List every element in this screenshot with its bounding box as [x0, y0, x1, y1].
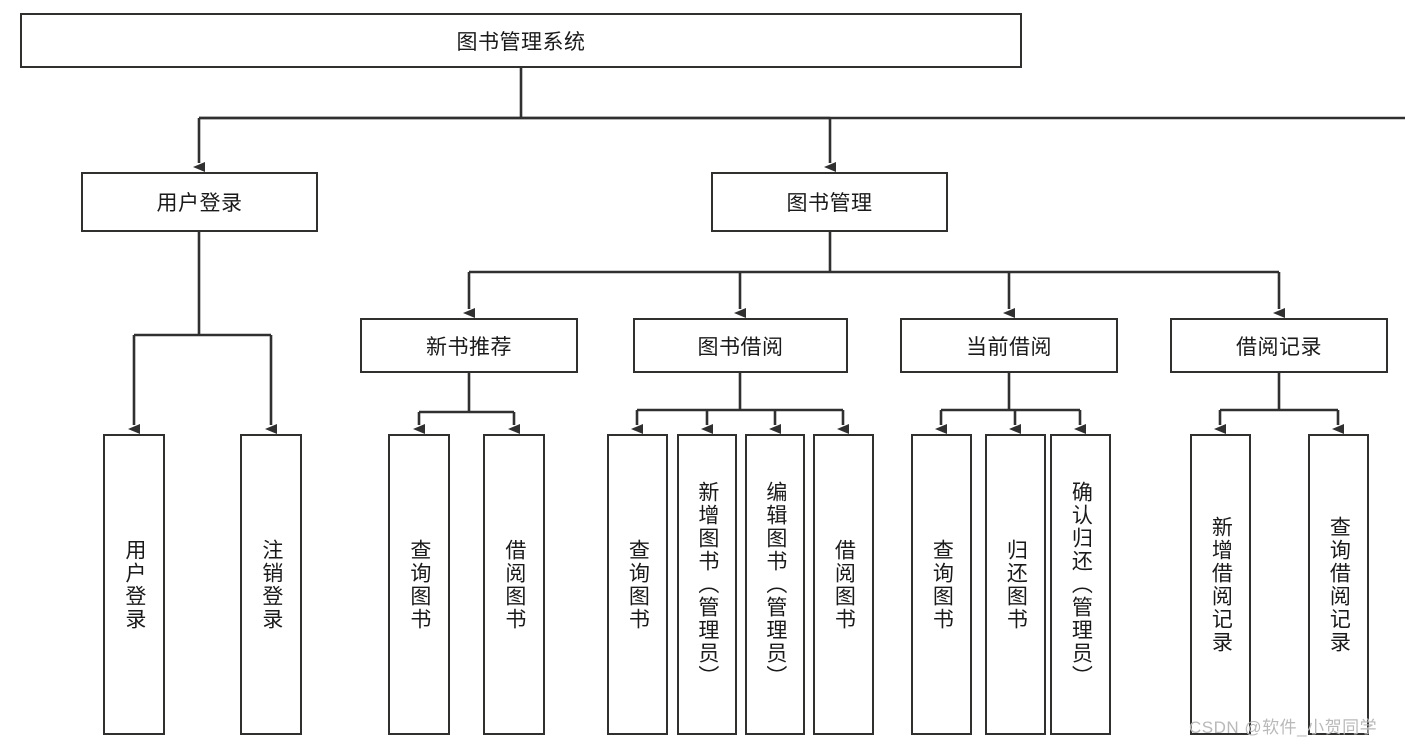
leaf-confirm-return-admin-label: 确认归还（管理员）: [1069, 481, 1093, 688]
node-new-book-recommendation[interactable]: 新书推荐: [360, 318, 578, 373]
node-current-borrow[interactable]: 当前借阅: [900, 318, 1118, 373]
leaf-logout-label: 注销登录: [259, 538, 283, 631]
node-user-login[interactable]: 用户登录: [81, 172, 318, 232]
node-user-login-label: 用户登录: [156, 192, 243, 215]
leaf-user-login-label: 用户登录: [122, 538, 146, 631]
node-book-borrow-label: 图书借阅: [697, 335, 784, 359]
leaf-borrow-book-rec-label: 借阅图书: [502, 538, 526, 631]
leaf-borrow-book-label: 借阅图书: [832, 538, 856, 631]
leaf-edit-book-admin-label: 编辑图书（管理员）: [763, 481, 787, 688]
leaf-add-book-admin[interactable]: 新增图书（管理员）: [677, 434, 737, 735]
node-book-management-label: 图书管理: [786, 192, 873, 215]
leaf-edit-book-admin[interactable]: 编辑图书（管理员）: [745, 434, 805, 735]
leaf-borrow-book-rec[interactable]: 借阅图书: [483, 434, 545, 735]
leaf-query-borrow-record[interactable]: 查询借阅记录: [1308, 434, 1369, 735]
leaf-query-book-current-label: 查询图书: [930, 538, 954, 631]
leaf-return-book-label: 归还图书: [1004, 538, 1028, 631]
leaf-return-book[interactable]: 归还图书: [985, 434, 1046, 735]
leaf-borrow-book[interactable]: 借阅图书: [813, 434, 874, 735]
node-root-label: 图书管理系统: [456, 30, 586, 54]
leaf-query-book-rec-label: 查询图书: [407, 538, 431, 631]
leaf-query-book-rec[interactable]: 查询图书: [388, 434, 450, 735]
leaf-user-login[interactable]: 用户登录: [103, 434, 165, 735]
leaf-query-book-borrow[interactable]: 查询图书: [607, 434, 668, 735]
leaf-add-borrow-record-label: 新增借阅记录: [1209, 515, 1233, 654]
leaf-query-borrow-record-label: 查询借阅记录: [1327, 515, 1351, 654]
leaf-logout[interactable]: 注销登录: [240, 434, 302, 735]
leaf-query-book-borrow-label: 查询图书: [626, 538, 650, 631]
leaf-query-book-current[interactable]: 查询图书: [911, 434, 972, 735]
leaf-confirm-return-admin[interactable]: 确认归还（管理员）: [1050, 434, 1111, 735]
node-root[interactable]: 图书管理系统: [20, 13, 1022, 68]
node-borrow-record-label: 借阅记录: [1236, 335, 1322, 359]
node-book-management[interactable]: 图书管理: [711, 172, 948, 232]
node-current-borrow-label: 当前借阅: [966, 335, 1052, 359]
node-new-book-recommendation-label: 新书推荐: [426, 335, 512, 359]
leaf-add-borrow-record[interactable]: 新增借阅记录: [1190, 434, 1251, 735]
node-borrow-record[interactable]: 借阅记录: [1170, 318, 1388, 373]
node-book-borrow[interactable]: 图书借阅: [633, 318, 848, 373]
watermark: CSDN @软件_小贺同学: [1189, 718, 1378, 737]
leaf-add-book-admin-label: 新增图书（管理员）: [695, 481, 719, 688]
